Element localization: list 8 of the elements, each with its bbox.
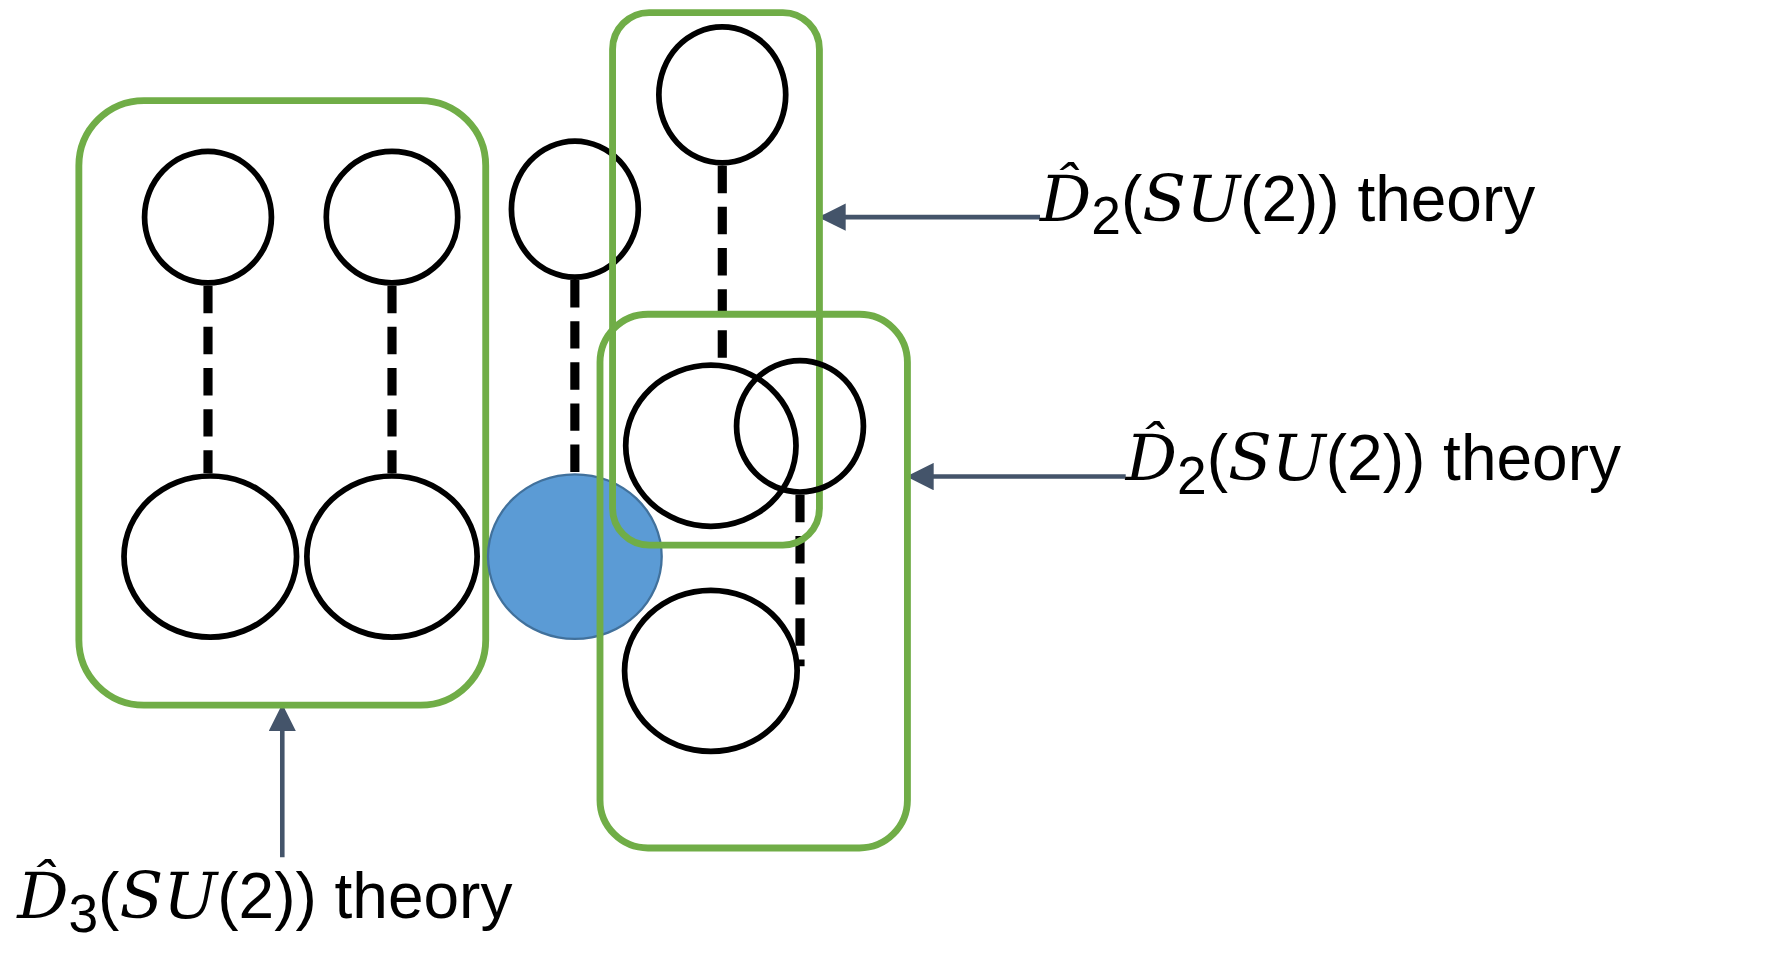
dashed-link xyxy=(203,285,213,474)
grouping-frame xyxy=(75,97,490,709)
dashed-link xyxy=(387,285,397,474)
theory-label: D̂$_{2}$(SU(2)) theory xyxy=(1040,160,1692,275)
theory-label: D̂$_{2}$(SU(2)) theory xyxy=(1125,419,1778,534)
theory-label: D̂$_{3}$(SU(2)) theory xyxy=(17,857,669,972)
dashed-link xyxy=(570,280,580,474)
dashed-link xyxy=(795,494,805,667)
